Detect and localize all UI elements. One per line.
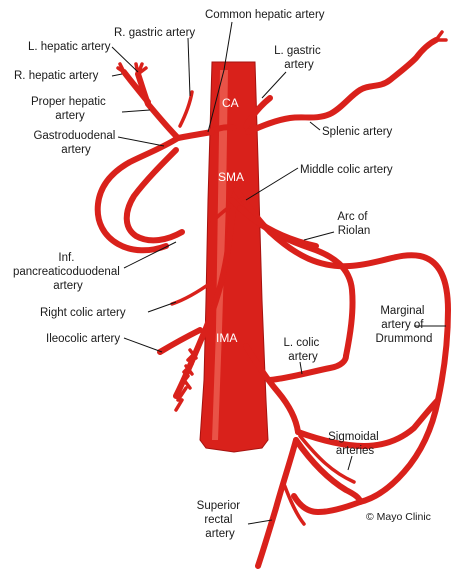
leader-r-gastric — [187, 37, 191, 97]
leader-common-hepatic — [207, 21, 233, 133]
aorta-highlight — [212, 70, 228, 440]
labels: Common hepatic artery R. gastric artery … — [13, 9, 432, 540]
l-hepatic-tip — [134, 62, 148, 76]
sma-vessel — [173, 173, 241, 399]
gastroduodenal-artery-vessel — [94, 135, 181, 254]
leader-gastroduodenal — [117, 136, 165, 147]
middle-colic-left-branch — [210, 196, 246, 224]
aorta — [199, 61, 269, 453]
sigmoidal-branch-lower — [293, 437, 363, 505]
label-common-hepatic-artery: Common hepatic artery — [205, 9, 325, 21]
sma-distal-branches — [174, 348, 198, 412]
label-right-colic-artery: Right colic artery — [40, 307, 126, 319]
label-sigmoidal-arteries: Sigmoidal arteries — [328, 431, 382, 457]
arc-of-riolan-upper — [237, 205, 319, 249]
label-gastroduodenal-artery: Gastroduodenal artery — [33, 130, 118, 156]
label-r-hepatic-artery: R. hepatic artery — [14, 70, 99, 82]
common-hepatic-artery-vessel — [175, 129, 215, 141]
leader-proper-hepatic — [121, 109, 151, 113]
l-colic-artery-vessel — [267, 353, 349, 383]
r-hepatic-tip — [116, 62, 126, 74]
leader-l-gastric — [261, 71, 287, 99]
label-arc-of-riolan: Arc of Riolan — [337, 211, 370, 237]
leader-ileocolic — [123, 337, 163, 353]
label-marginal-artery-of-drummond: Marginal artery of Drummond — [376, 305, 433, 345]
leader-middle-colic — [245, 167, 299, 201]
l-gastric-artery-vessel — [243, 95, 273, 129]
label-ileocolic-artery: Ileocolic artery — [46, 333, 120, 345]
marginal-lower-loop — [291, 493, 363, 515]
label-ima: IMA — [216, 331, 237, 345]
pancreaticoduodenal-arcade — [123, 147, 185, 244]
sigmoidal-branch-mid — [298, 434, 356, 484]
splenic-artery-vessel — [245, 37, 439, 135]
splenic-tip — [434, 30, 448, 42]
label-middle-colic-artery: Middle colic artery — [300, 164, 393, 176]
r-hepatic-artery-vessel — [121, 69, 151, 105]
leader-inf-pancreaticoduodenal — [123, 241, 177, 269]
label-l-gastric-artery: L. gastric artery — [274, 45, 324, 71]
label-r-gastric-artery: R. gastric artery — [114, 27, 195, 39]
leader-lines — [111, 21, 446, 525]
label-proper-hepatic-artery: Proper hepatic artery — [31, 96, 109, 122]
label-l-hepatic-artery: L. hepatic artery — [28, 41, 111, 53]
leader-l-hepatic — [111, 46, 139, 73]
artery-group — [94, 30, 451, 569]
leader-r-hepatic — [111, 73, 123, 77]
right-colic-artery-vessel — [170, 280, 214, 306]
leader-superior-rectal — [247, 519, 273, 525]
ileocolic-artery-vessel — [157, 327, 203, 355]
superior-rectal-artery-vessel — [255, 437, 299, 569]
label-ca: CA — [222, 96, 239, 110]
marginal-artery-of-drummond-vessel — [267, 229, 451, 505]
sigmoidal-arteries-vessel — [295, 397, 441, 449]
label-inf-pancreaticoduodenal-artery: Inf. pancreaticoduodenal artery — [13, 252, 123, 292]
copyright-text: © Mayo Clinic — [366, 511, 431, 523]
leader-arc-of-riolan — [303, 231, 335, 241]
superior-rectal-branch — [282, 482, 306, 526]
leader-right-colic — [147, 301, 177, 313]
label-sma: SMA — [218, 170, 244, 184]
label-splenic-artery: Splenic artery — [322, 126, 393, 138]
proper-hepatic-artery-vessel — [135, 71, 181, 141]
r-gastric-artery-vessel — [178, 90, 194, 128]
label-superior-rectal-artery: Superior rectal artery — [197, 500, 244, 540]
leader-sigmoidal — [347, 455, 353, 471]
label-l-colic-artery: L. colic artery — [284, 337, 323, 363]
leader-l-colic — [299, 361, 303, 375]
leader-splenic — [309, 121, 321, 131]
ima-vessel — [243, 343, 301, 435]
